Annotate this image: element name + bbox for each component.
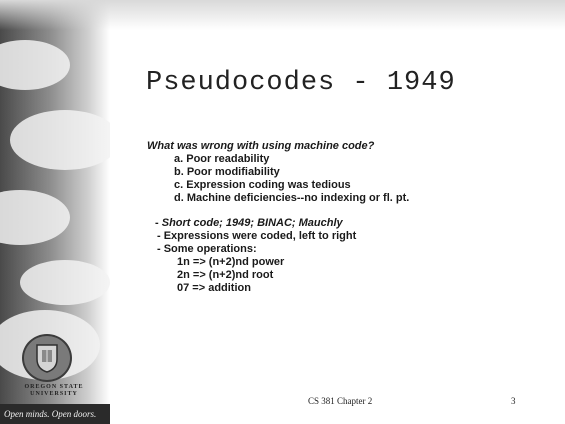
cloud-shape	[20, 260, 110, 305]
slide-body: What was wrong with using machine code? …	[147, 140, 547, 295]
shield-icon	[36, 344, 58, 373]
sky-background	[0, 0, 110, 424]
cloud-shape	[10, 110, 110, 170]
problem-item: d. Machine deficiencies--no indexing or …	[174, 192, 410, 204]
short-code-point: - Expressions were coded, left to right	[157, 230, 357, 242]
operation-item: 07 => addition	[177, 282, 251, 294]
short-code-dash: -	[155, 217, 162, 229]
short-code-point: - Some operations:	[157, 243, 257, 255]
page-number: 3	[511, 396, 516, 406]
cloud-shape	[0, 190, 70, 245]
slide-title: Pseudocodes - 1949	[146, 68, 456, 98]
problem-item: c. Expression coding was tedious	[174, 179, 351, 191]
university-seal-icon	[22, 334, 72, 382]
operation-item: 2n => (n+2)nd root	[177, 269, 274, 281]
problem-item: a. Poor readability	[174, 153, 270, 165]
university-name-line2: UNIVERSITY	[30, 391, 78, 397]
problem-item: b. Poor modifiability	[174, 166, 280, 178]
operation-item: 1n => (n+2)nd power	[177, 256, 285, 268]
cloud-shape	[0, 40, 70, 90]
footer-chapter: CS 381 Chapter 2	[308, 396, 373, 406]
university-tagline: Open minds. Open doors.	[0, 404, 110, 424]
university-name-line1: OREGON STATE	[24, 384, 84, 390]
question-line: What was wrong with using machine code?	[147, 140, 375, 152]
top-fade	[0, 0, 565, 30]
short-code-title: Short code; 1949; BINAC; Mauchly	[161, 217, 343, 229]
short-code-heading: - Short code; 1949; BINAC; Mauchly	[147, 217, 547, 230]
